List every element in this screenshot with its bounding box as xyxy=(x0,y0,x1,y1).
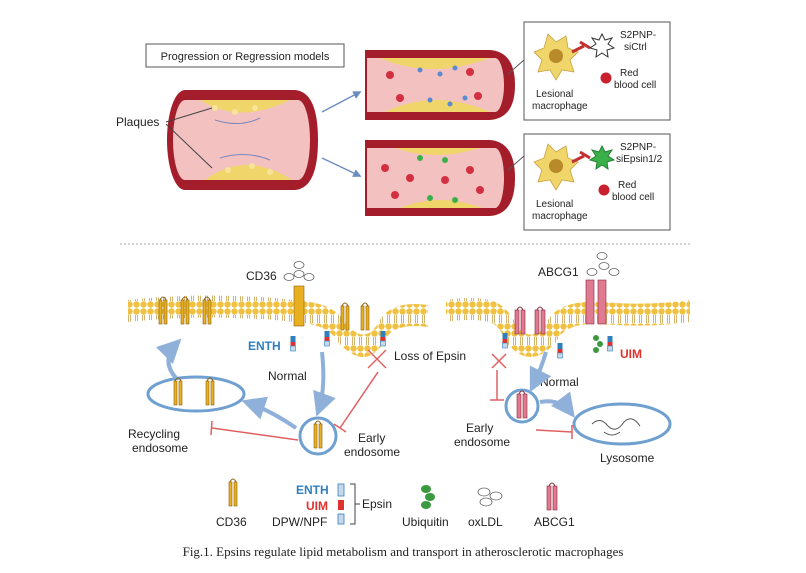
key: CD36 ENTH UIM DPW/NPF Epsin Ubiquitin ox… xyxy=(216,478,575,529)
top-panel: Progression or Regression models Plaques xyxy=(116,21,671,231)
plaques-pointer-1 xyxy=(165,107,213,123)
key-ubiquitin-label: Ubiquitin xyxy=(402,515,449,529)
oxldl-on-cd36 xyxy=(283,261,315,281)
plaques-label: Plaques xyxy=(116,115,159,129)
red-blood-cell-icon xyxy=(600,72,612,84)
abcg1-label: ABCG1 xyxy=(538,265,579,279)
key-epsin-bracket xyxy=(350,483,360,525)
nanoparticle-epsin-icon xyxy=(588,144,616,171)
loss-cross-right xyxy=(491,353,507,369)
arrow-to-ctrl xyxy=(321,91,362,113)
key-ubiquitin-icon xyxy=(421,485,435,509)
key-epsin-label: Epsin xyxy=(362,497,392,511)
inhibit-right-lysosome xyxy=(535,425,573,439)
epsin-connector xyxy=(507,155,525,171)
macrophage-label: Lesional xyxy=(536,89,573,100)
key-epsin-icon xyxy=(337,483,345,525)
figure-caption: Fig.1. Epsins regulate lipid metabolism … xyxy=(182,544,624,559)
rbc-label: Red xyxy=(620,68,638,79)
arrow-recycle-to-membrane xyxy=(155,338,182,380)
loss-of-epsin-label: Loss of Epsin xyxy=(394,349,466,363)
early-endosome-left xyxy=(298,416,338,456)
legend-box-ctrl: S2PNP- siCtrl Red blood cell Lesional ma… xyxy=(523,21,671,121)
oxldl-on-abcg1 xyxy=(586,252,620,276)
enth-label: ENTH xyxy=(248,339,281,353)
epsin-left-1 xyxy=(290,335,296,352)
key-oxldl-label: oxLDL xyxy=(468,515,503,529)
arrow-to-epsin xyxy=(321,157,362,177)
macrophage-icon xyxy=(533,33,579,81)
model-label: Progression or Regression models xyxy=(161,51,330,63)
nanoparticle-epsin-label-2: siEpsin1/2 xyxy=(616,154,663,165)
normal-right-label: Normal xyxy=(540,375,579,389)
rbc-label-lower: Red xyxy=(618,180,636,191)
key-abcg1-icon xyxy=(546,482,558,511)
key-cd36-label: CD36 xyxy=(216,515,247,529)
ubiquitin-on-abcg1 xyxy=(593,335,603,353)
early-endosome-right xyxy=(504,388,540,424)
key-uim-label: UIM xyxy=(306,499,328,513)
normal-left-label: Normal xyxy=(268,369,307,383)
rbc-label-lower-2: blood cell xyxy=(612,192,654,203)
arrow-normal-internalize xyxy=(313,351,336,417)
receptor-icon-2 xyxy=(571,150,591,164)
epsin-right-1 xyxy=(502,332,508,349)
recycling-label-2: endosome xyxy=(132,441,188,455)
key-abcg1-label: ABCG1 xyxy=(534,515,575,529)
early-left-label: Early xyxy=(358,431,385,445)
early-left-label-2: endosome xyxy=(344,445,400,459)
arrow-normal-right xyxy=(529,351,552,393)
cd36-label: CD36 xyxy=(246,269,277,283)
inhibit-loss-to-early xyxy=(333,371,379,433)
epsin-left-2 xyxy=(324,330,330,347)
inhibit-right-vertical xyxy=(490,370,504,401)
macrophage-label-lower-2: macrophage xyxy=(532,211,588,222)
macrophage-icon-2 xyxy=(533,143,579,191)
abcg1-receptor-membrane xyxy=(585,279,607,325)
vessel-epsin xyxy=(365,140,515,216)
arrow-early-to-lysosome xyxy=(539,391,575,418)
nanoparticle-ctrl-icon xyxy=(588,32,616,59)
nanoparticle-ctrl-label: S2PNP- xyxy=(620,30,656,41)
arrow-early-to-recycle xyxy=(241,396,298,430)
nanoparticle-epsin-label: S2PNP- xyxy=(620,142,656,153)
bottom-panel: CD36 ENTH Normal Loss of Epsin Recycling… xyxy=(128,252,690,465)
lysosome-debris xyxy=(591,418,641,436)
recycling-label: Recycling xyxy=(128,427,180,441)
red-blood-cell-icon-2 xyxy=(598,184,610,196)
plaques-pointer-2 xyxy=(165,123,213,169)
epsin-right-2 xyxy=(607,335,613,352)
macrophage-label-2: macrophage xyxy=(532,101,588,112)
vessel-ctrl xyxy=(365,50,515,120)
recycling-endosome xyxy=(146,375,246,413)
uim-label: UIM xyxy=(620,347,642,361)
early-right-label: Early xyxy=(466,421,493,435)
lysosome-label: Lysosome xyxy=(600,451,655,465)
early-right-label-2: endosome xyxy=(454,435,510,449)
cd36-receptors-membrane xyxy=(158,285,305,327)
key-enth-label: ENTH xyxy=(296,483,329,497)
right-membrane xyxy=(446,298,690,357)
inhibit-early-to-recycle xyxy=(210,420,299,441)
model-label-box xyxy=(145,43,345,68)
nanoparticle-ctrl-label-2: siCtrl xyxy=(624,42,647,53)
ctrl-connector xyxy=(507,59,525,75)
main-vessel xyxy=(167,90,318,190)
rbc-label-2: blood cell xyxy=(614,80,656,91)
key-oxldl-icon xyxy=(477,487,503,507)
legend-box-epsin: S2PNP- siEpsin1/2 Red blood cell Lesiona… xyxy=(523,133,671,231)
key-cd36-icon xyxy=(228,478,238,507)
epsin-left-3 xyxy=(380,330,386,347)
key-dpw-label: DPW/NPF xyxy=(272,515,327,529)
macrophage-label-lower: Lesional xyxy=(536,199,573,210)
epsin-right-3 xyxy=(557,342,563,359)
loss-cross-icon xyxy=(367,349,387,369)
receptor-icon xyxy=(571,40,591,54)
